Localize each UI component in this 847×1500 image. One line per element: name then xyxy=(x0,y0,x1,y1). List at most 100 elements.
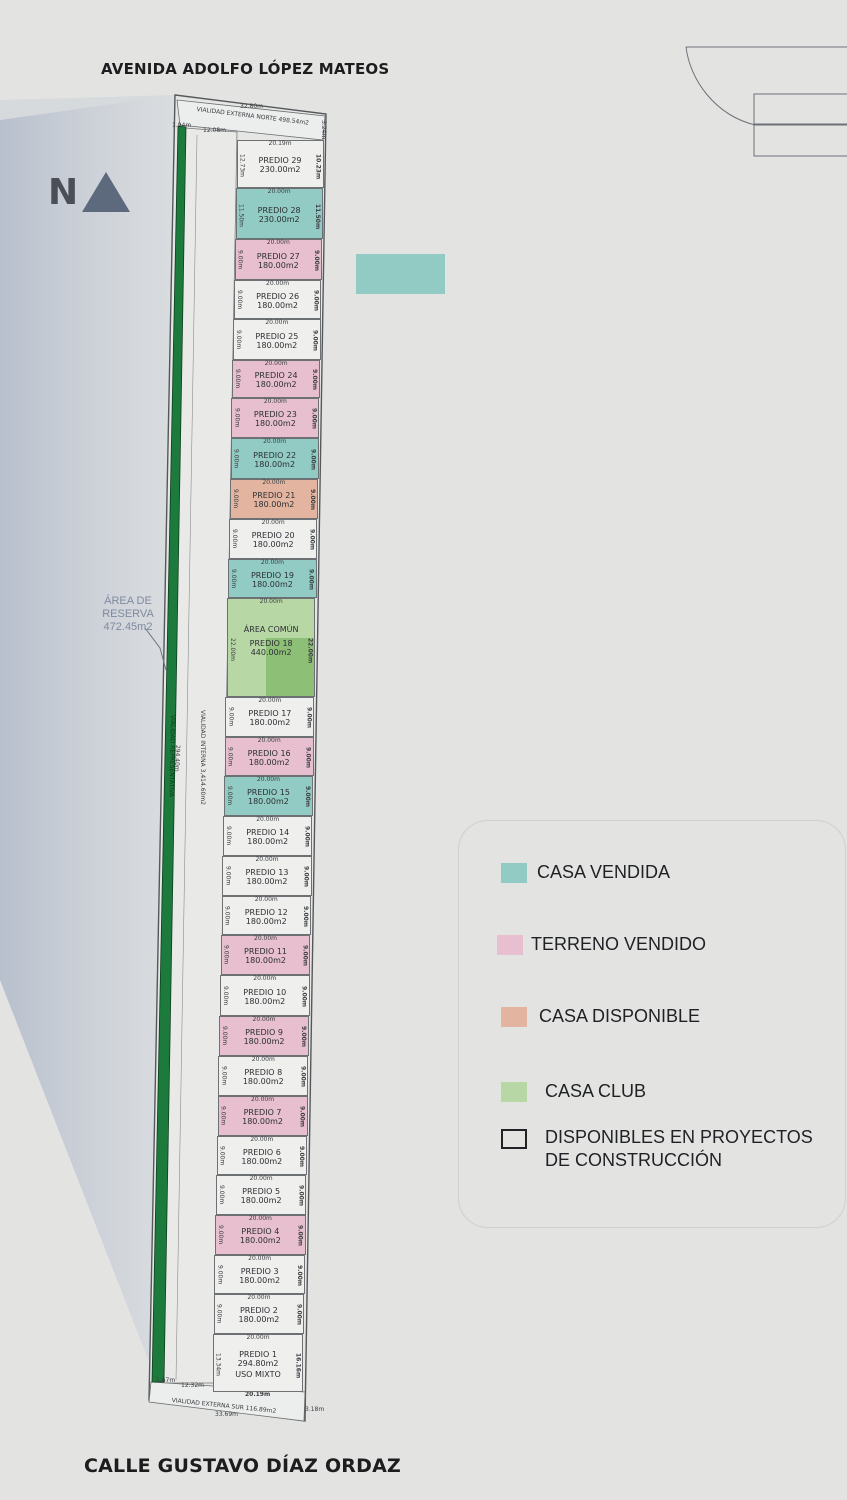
reserve-label-line3: 472.45m2 xyxy=(103,621,153,633)
lot-depth-right-dim: 9.00m xyxy=(308,489,316,511)
south-street-label: CALLE GUSTAVO DÍAZ ORDAZ xyxy=(84,1455,401,1477)
lot-width-dim: 20.19m xyxy=(268,140,292,147)
corner-se-dim: 3.18m xyxy=(305,1406,325,1413)
lot-area: 230.00m2 xyxy=(258,214,300,224)
lot-depth-left-dim: 9.00m xyxy=(225,826,233,846)
lot-width-dim: 20.00m xyxy=(246,1334,270,1341)
lot-use-label: USO MIXTO xyxy=(235,1370,281,1379)
north-road-left-dim: 12.08m xyxy=(203,127,227,134)
corner-nw-dim: 1.94m xyxy=(172,122,192,129)
lot-width-dim: 20.00m xyxy=(263,438,287,445)
lot-name: PREDIO 4 xyxy=(241,1227,280,1236)
lot-depth-left-dim: 9.00m xyxy=(231,489,239,509)
lot-depth-right-dim: 9.00m xyxy=(308,529,316,551)
lot-width-dim: 20.00m xyxy=(255,856,279,863)
neighbor-building-arc xyxy=(685,46,847,126)
lot-width-dim: 20.00m xyxy=(264,360,288,367)
lot-name: PREDIO 12 xyxy=(244,907,288,917)
legend-item-disponibles: DISPONIBLES EN PROYECTOS DE CONSTRUCCIÓN xyxy=(501,1126,813,1172)
lot-depth-left-dim: 9.00m xyxy=(218,1145,226,1165)
lot-area: 180.00m2 xyxy=(251,579,293,589)
lot-depth-left-dim: 9.00m xyxy=(215,1304,223,1324)
legend-swatch-casa-disponible xyxy=(501,1006,527,1027)
lot-width-dim: 20.00m xyxy=(247,1294,271,1301)
lot-name: PREDIO 23 xyxy=(253,410,297,419)
lot-area: 180.00m2 xyxy=(240,1196,282,1205)
lot-depth-left-dim: 9.00m xyxy=(223,905,231,925)
lot-width-dim: 20.00m xyxy=(258,697,282,704)
lot-depth-left-dim: 9.00m xyxy=(221,985,229,1005)
lot-name: PREDIO 26 xyxy=(256,291,300,301)
lot-area: 180.00m2 xyxy=(243,1037,285,1046)
legend-swatch-casa-vendida xyxy=(501,862,527,883)
lot-width-dim: 20.00m xyxy=(267,188,291,195)
corner-ne-dim: 3.24m xyxy=(320,120,327,140)
lot-width-dim: 20.00m xyxy=(266,280,290,287)
north-triangle-icon xyxy=(82,172,130,212)
lot-name: PREDIO 21 xyxy=(252,491,296,500)
lot-area: 180.00m2 xyxy=(248,757,290,767)
lot-name: PREDIO 10 xyxy=(243,987,287,997)
lot-depth-left-dim: 9.00m xyxy=(234,369,242,389)
north-street-label: AVENIDA ADOLFO LÓPEZ MATEOS xyxy=(101,60,390,78)
legend-item-terreno-vendido: TERRENO VENDIDO xyxy=(497,933,706,956)
lot-name: PREDIO 15 xyxy=(246,788,290,797)
lot-depth-right-dim: 9.00m xyxy=(299,1026,307,1048)
lot-depth-left-dim: 9.00m xyxy=(227,707,235,727)
lot-depth-right-dim: 9.00m xyxy=(312,289,320,311)
lot-depth-right-dim: 9.00m xyxy=(303,826,311,848)
lot-width-dim: 20.00m xyxy=(256,816,280,823)
lot-depth-left-dim: 9.00m xyxy=(230,568,238,588)
neighbor-teal-block xyxy=(356,254,445,294)
lot-width-dim: 20.00m xyxy=(262,479,286,486)
lot-name: PREDIO 6 xyxy=(242,1147,281,1157)
lot-area: 180.00m2 xyxy=(257,260,299,270)
lot-depth-right-dim: 16.16m xyxy=(294,1353,302,1379)
lot-depth-left-dim: 9.00m xyxy=(216,1264,224,1284)
lot-width-dim: 20.00m xyxy=(263,398,287,405)
corner-sw-dim: 1.67m xyxy=(156,1377,176,1384)
legend-swatch-terreno-vendido xyxy=(497,934,523,955)
lot-name: PREDIO 24 xyxy=(254,371,298,380)
lot-area: 294.80m2 xyxy=(237,1359,279,1368)
lot-depth-left-dim: 9.00m xyxy=(226,746,234,766)
lot-depth-right-dim: 9.00m xyxy=(297,1145,305,1167)
lot-name: PREDIO 7 xyxy=(243,1108,282,1117)
lot-name: PREDIO 13 xyxy=(245,868,289,877)
lot-depth-right-dim: 9.00m xyxy=(309,448,317,470)
legend-item-casa-club: CASA CLUB xyxy=(501,1080,646,1103)
lot-area: 180.00m2 xyxy=(239,1236,281,1245)
south-lot-width: 20.19m xyxy=(245,1391,271,1398)
lot-area: 180.00m2 xyxy=(246,877,288,886)
